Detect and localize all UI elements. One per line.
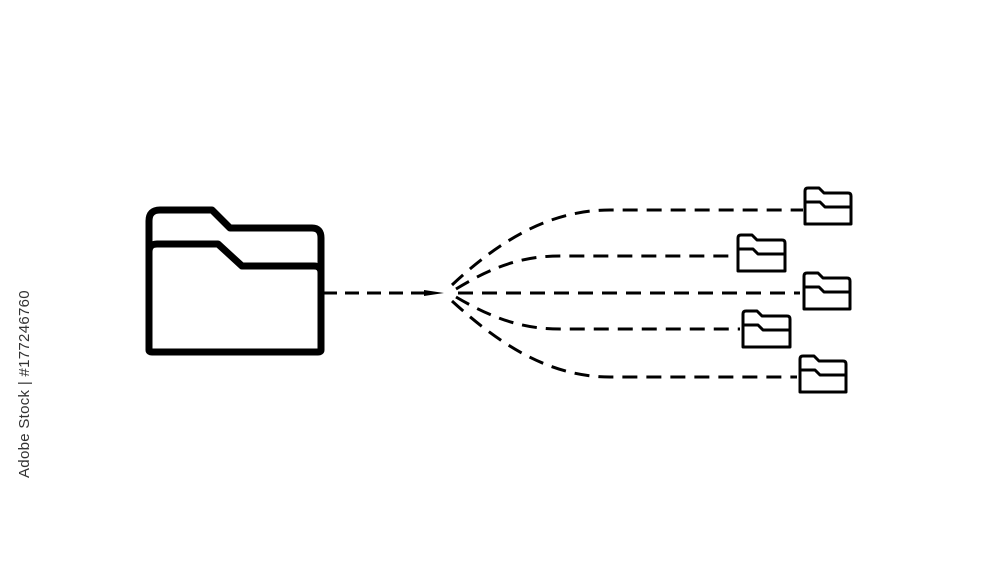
branch-path-2 (455, 254, 736, 291)
branch-path-4 (455, 295, 740, 331)
target-folder-icon-2 (736, 233, 787, 273)
source-folder-icon (145, 206, 325, 356)
branch-path-5 (450, 299, 797, 379)
target-folder-icon-1 (803, 186, 853, 226)
target-folder-icon-5 (798, 354, 848, 394)
branch-paths (450, 208, 803, 379)
branch-path-1 (450, 208, 803, 287)
source-connector (323, 290, 444, 296)
stock-watermark: Adobe Stock | #177246760 (8, 290, 33, 480)
watermark-text: Adobe Stock | #177246760 (16, 290, 33, 478)
target-folder-icon-3 (802, 271, 852, 311)
target-folder-icon-4 (741, 309, 792, 349)
